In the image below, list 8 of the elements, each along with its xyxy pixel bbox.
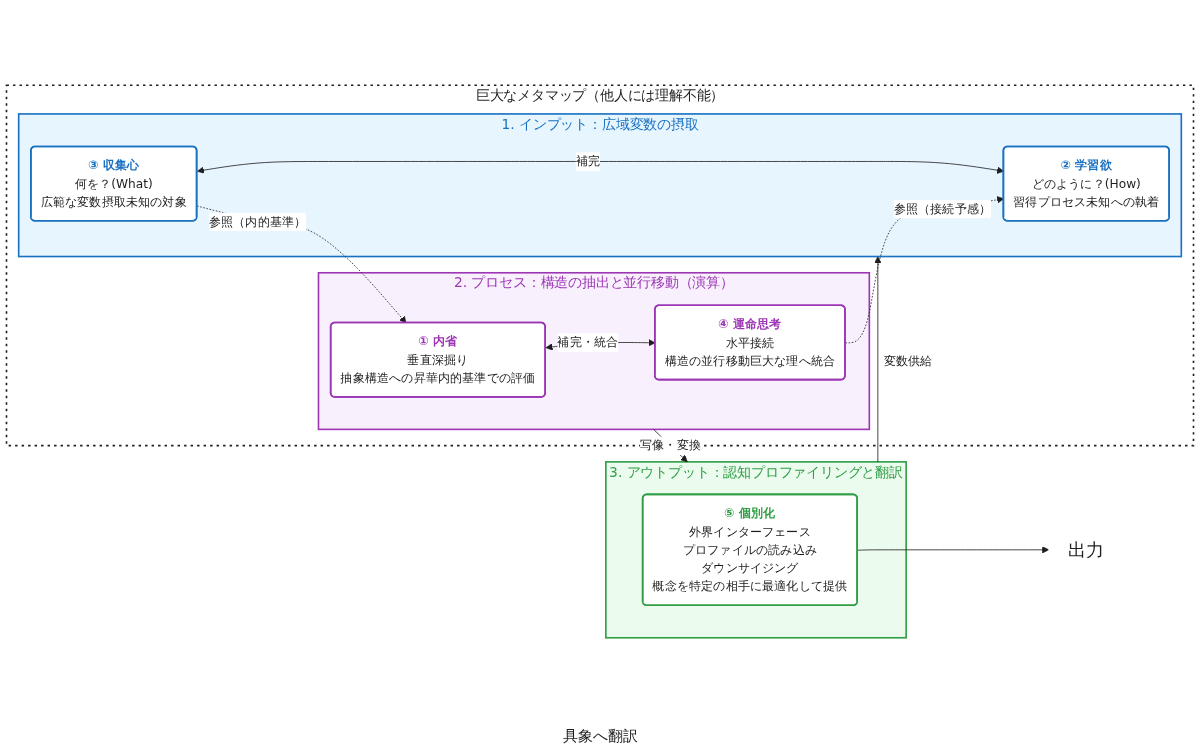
note-text: 具象へ翻訳 <box>562 727 638 746</box>
edge-label: 補完・統合 <box>557 334 619 350</box>
edge-label: 参照（接続予感） <box>893 201 992 217</box>
edge-label: 変数供給 <box>883 353 933 368</box>
edge-label: 補完 <box>575 153 600 169</box>
edge-label: 参照（内的基準） <box>208 214 307 229</box>
node-text: 出力 <box>1068 539 1105 560</box>
edge-label: 写像・変換 <box>640 438 701 453</box>
